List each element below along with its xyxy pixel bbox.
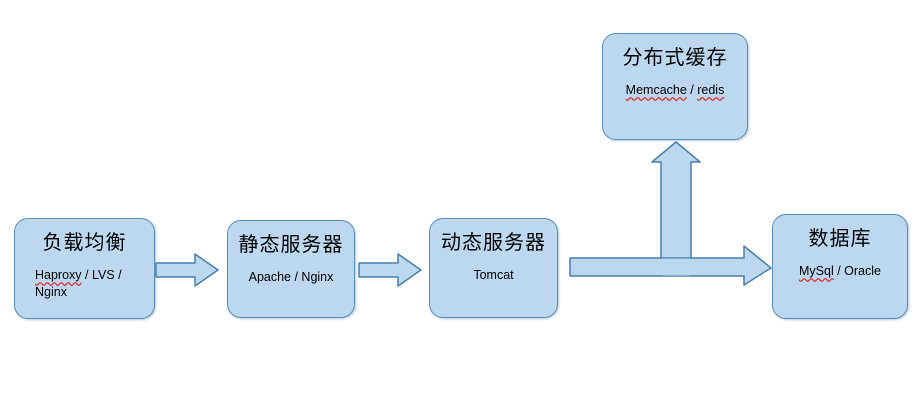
subtitle-rest: / Oracle xyxy=(833,264,881,278)
arrow-junction-fill xyxy=(662,258,690,276)
node-subtitle: Apache / Nginx xyxy=(248,270,334,284)
node-title: 动态服务器 xyxy=(441,230,546,254)
node-dynamic-server[interactable]: 动态服务器 Tomcat xyxy=(429,218,558,318)
subtitle-separator: / xyxy=(686,83,698,97)
node-database[interactable]: 数据库 MySql / Oracle xyxy=(772,214,908,319)
node-subtitle: Haproxy / LVS / Nginx xyxy=(15,267,154,301)
node-title: 分布式缓存 xyxy=(622,45,728,69)
node-subtitle: Memcache / redis xyxy=(616,82,735,99)
node-load-balancer[interactable]: 负载均衡 Haproxy / LVS / Nginx xyxy=(14,218,155,319)
arrow-static-server-to-dynamic-server xyxy=(358,253,422,287)
arrow-branch-up-to-cache xyxy=(651,141,701,269)
subtitle-misspelled-term-2: redis xyxy=(697,83,725,97)
node-subtitle: MySql / Oracle xyxy=(789,263,891,280)
subtitle-misspelled-term: MySql xyxy=(799,264,834,278)
subtitle-misspelled-term: Haproxy xyxy=(35,268,82,282)
subtitle-rest: / LVS / Nginx xyxy=(35,268,122,299)
node-distributed-cache[interactable]: 分布式缓存 Memcache / redis xyxy=(602,33,748,140)
node-static-server[interactable]: 静态服务器 Apache / Nginx xyxy=(227,220,355,318)
arrow-bus-dynamic-to-database-and-cache xyxy=(569,141,772,286)
arrow-load-balancer-to-static-server xyxy=(155,253,219,287)
node-title: 静态服务器 xyxy=(238,232,344,256)
node-title: 数据库 xyxy=(808,226,872,250)
node-title: 负载均衡 xyxy=(42,230,127,254)
node-subtitle: Tomcat xyxy=(473,268,514,282)
subtitle-misspelled-term: Memcache xyxy=(625,83,687,97)
